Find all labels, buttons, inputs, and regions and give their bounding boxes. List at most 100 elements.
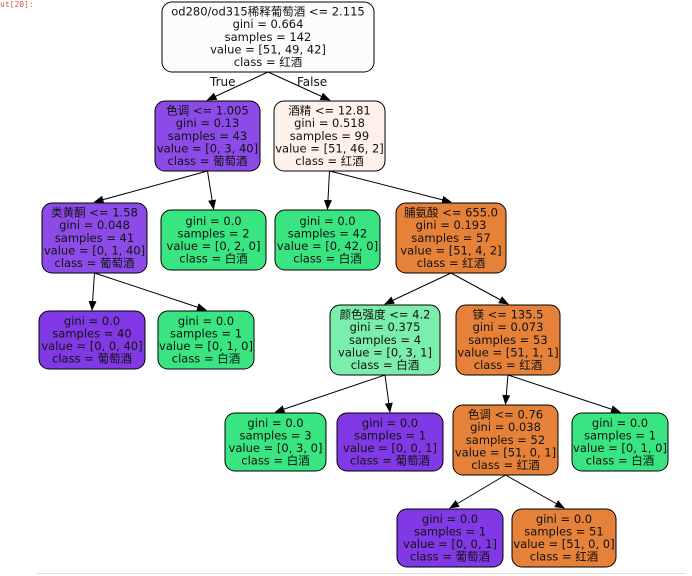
node-box (571, 412, 669, 472)
edge-label-false: False (297, 75, 327, 89)
node-text-line: value = [0, 1, 0] (159, 339, 253, 353)
edge-n10-n14 (507, 374, 621, 413)
node-text-line: gini = 0.0 (247, 416, 303, 430)
edge-n13-n16 (505, 474, 565, 509)
node-text-line: class = 葡萄酒 (55, 256, 135, 270)
node-text-line: 酒精 <= 12.81 (288, 104, 371, 118)
edge-n1-n4 (207, 170, 217, 210)
node-text-line: class = 红酒 (234, 55, 303, 69)
edge-n10-n13 (502, 374, 511, 405)
node-box (452, 404, 559, 476)
edge-n13-n15 (449, 474, 506, 509)
node-text-line: value = [51, 46, 2] (275, 141, 384, 155)
node-text-line: samples = 43 (168, 129, 247, 143)
node-text-line: samples = 99 (290, 129, 369, 143)
node-text-line: samples = 53 (468, 333, 547, 347)
node-text-line: 类黄酮 <= 1.58 (51, 206, 138, 220)
node-box (396, 508, 504, 568)
node-text-line: gini = 0.048 (59, 218, 130, 232)
edge-n6-n9 (384, 272, 452, 305)
node-text-line: class = 白酒 (241, 454, 310, 468)
node-box (161, 1, 375, 73)
node-text-line: value = [0, 0, 1] (403, 537, 497, 551)
node-text-line: samples = 3 (239, 429, 311, 443)
node-text-line: value = [0, 2, 0] (167, 239, 261, 253)
node-text-line: value = [51, 1, 1] (457, 345, 558, 359)
node-text-line: class = 白酒 (586, 454, 655, 468)
node-box (38, 310, 146, 370)
edge-n6-n10 (450, 272, 509, 305)
node-text-line: samples = 42 (288, 227, 367, 241)
node-text-line: gini = 0.0 (422, 512, 478, 526)
node-text-line: value = [0, 42, 0] (277, 239, 378, 253)
node-text-line: 色调 <= 0.76 (468, 408, 543, 422)
node-text-line: class = 白酒 (293, 252, 362, 266)
edge-n3-n8 (94, 272, 207, 311)
node-box (329, 304, 441, 376)
node-text-line: value = [0, 3, 40] (157, 141, 258, 155)
node-text-line: samples = 1 (354, 429, 426, 443)
node-text-line: class = 红酒 (417, 256, 486, 270)
node-text-line: samples = 40 (52, 327, 131, 341)
edge-n2-n6 (329, 170, 452, 204)
notebook-cell-label: ut[20]: (0, 0, 34, 9)
node-text-line: value = [51, 4, 2] (400, 243, 501, 257)
output-divider (36, 573, 686, 574)
node-text-line: od280/od315稀释葡萄酒 <= 2.115 (171, 5, 364, 19)
node-text-line: gini = 0.0 (64, 314, 120, 328)
node-text-line: gini = 0.664 (233, 17, 304, 31)
edge-label-true: True (209, 75, 236, 89)
edge-n3-n7 (88, 272, 97, 311)
node-text-line: class = 葡萄酒 (410, 550, 490, 564)
node-text-line: value = [0, 3, 0] (229, 441, 323, 455)
node-box (336, 412, 444, 472)
node-text-line: samples = 4 (349, 333, 421, 347)
node-text-line: class = 红酒 (530, 550, 599, 564)
node-text-line: samples = 142 (225, 30, 312, 44)
node-text-line: gini = 0.518 (294, 116, 365, 130)
node-text-line: class = 葡萄酒 (168, 154, 248, 168)
node-text-line: samples = 2 (177, 227, 249, 241)
node-box (274, 209, 381, 271)
node-text-line: class = 红酒 (295, 154, 364, 168)
node-text-line: samples = 52 (466, 433, 545, 447)
node-text-line: class = 红酒 (471, 458, 540, 472)
node-text-line: 色调 <= 1.005 (166, 104, 249, 118)
node-text-line: gini = 0.073 (473, 320, 544, 334)
node-text-line: samples = 57 (411, 231, 490, 245)
node-text-line: value = [0, 0, 40] (41, 339, 142, 353)
node-text-line: class = 葡萄酒 (350, 454, 430, 468)
node-text-line: class = 白酒 (179, 252, 248, 266)
node-box (455, 304, 561, 376)
node-text-line: class = 红酒 (474, 358, 543, 372)
node-text-line: 颜色强度 <= 4.2 (340, 308, 431, 322)
node-text-line: value = [0, 1, 0] (573, 441, 667, 455)
node-text-line: gini = 0.0 (178, 314, 234, 328)
node-text-line: samples = 1 (414, 525, 486, 539)
node-text-line: gini = 0.0 (592, 416, 648, 430)
edge-n9-n12 (384, 374, 393, 413)
node-text-line: class = 葡萄酒 (52, 352, 132, 366)
node-box (511, 508, 617, 568)
node-text-line: value = [0, 3, 1] (338, 345, 432, 359)
node-text-line: samples = 1 (170, 327, 242, 341)
node-text-line: value = [0, 0, 1] (343, 441, 437, 455)
node-text-line: gini = 0.0 (536, 512, 592, 526)
node-text-line: samples = 51 (524, 525, 603, 539)
node-text-line: gini = 0.0 (299, 214, 355, 228)
node-box (395, 202, 507, 274)
